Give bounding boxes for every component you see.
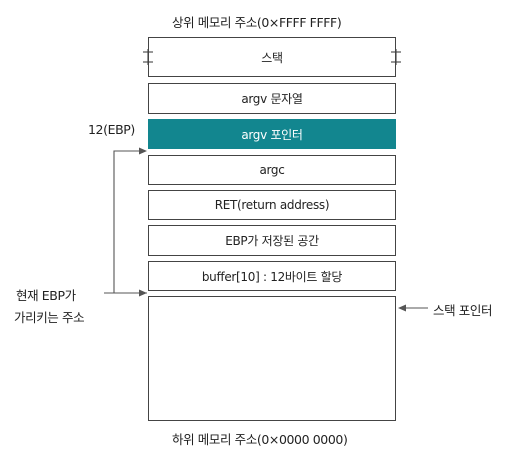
argc-label: argc: [259, 163, 285, 177]
ebp-offset-label: 12(EBP): [88, 122, 135, 137]
current-ebp-label-line2: 가리키는 주소: [14, 310, 85, 325]
ebp-offset-arrow: [113, 150, 147, 294]
stack-pointer-label: 스택 포인터: [433, 303, 493, 318]
saved-ebp-label: EBP가 저장된 공간: [225, 234, 319, 248]
free-stack-block: [148, 296, 396, 421]
return-address-label: RET(return address): [214, 198, 330, 212]
buffer-label: buffer[10] : 12바이트 할당: [201, 269, 343, 284]
current-ebp-label-line1: 현재 EBP가: [16, 288, 76, 303]
bottom-memory-caption: 하위 메모리 주소(0×0000 0000): [172, 432, 348, 447]
ebp-offset-arrowhead: [139, 147, 147, 155]
stack-block-label: 스택: [261, 50, 283, 65]
argv-pointer-block: argv 포인터: [148, 119, 396, 149]
stack-left-break-mark: [143, 49, 153, 65]
return-address-block: RET(return address): [148, 190, 396, 220]
argv-pointer-label: argv 포인터: [241, 127, 303, 142]
argc-block: argc: [148, 155, 396, 185]
top-memory-caption: 상위 메모리 주소(0×FFFF FFFF): [172, 15, 342, 30]
argv-string-label: argv 문자열: [241, 92, 303, 106]
current-ebp-arrowhead: [139, 289, 147, 297]
buffer-block: buffer[10] : 12바이트 할당: [148, 261, 396, 291]
stack-right-break-mark: [391, 49, 401, 65]
saved-ebp-block: EBP가 저장된 공간: [148, 225, 396, 256]
stack-pointer-arrowhead: [398, 304, 406, 312]
argv-string-block: argv 문자열: [148, 83, 396, 114]
